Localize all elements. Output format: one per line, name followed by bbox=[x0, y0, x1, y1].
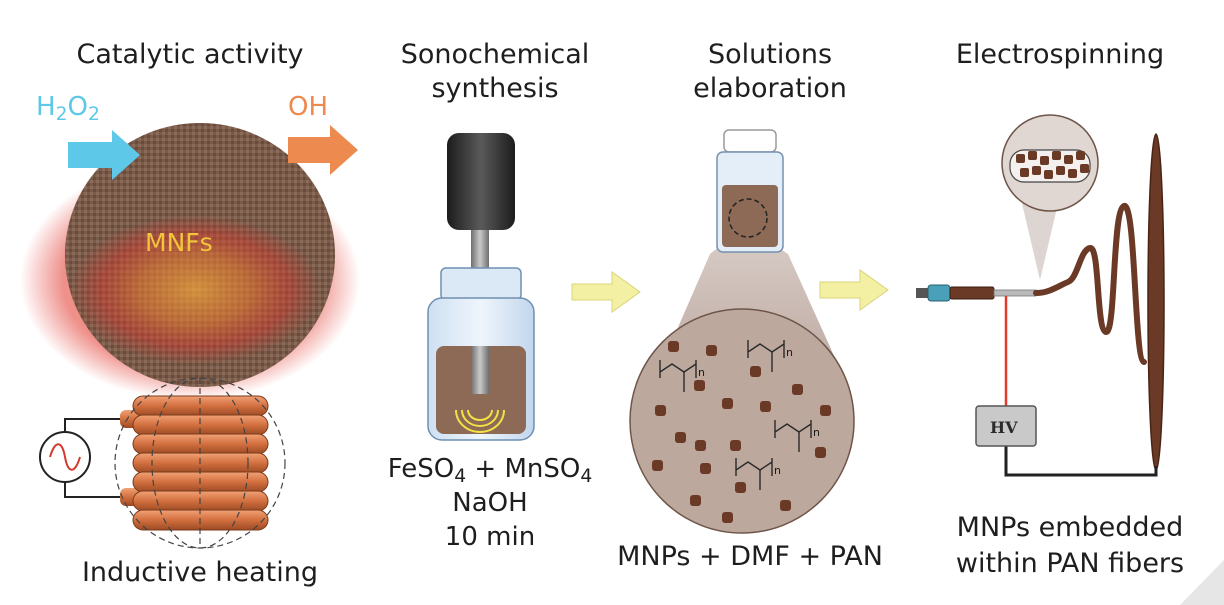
h2o2-label: H2O2 bbox=[36, 92, 100, 126]
catalytic-panel bbox=[20, 123, 360, 549]
collector-plate bbox=[1147, 133, 1165, 471]
reagents-line-2: NaOH bbox=[452, 488, 528, 518]
reagents-line-3: 10 min bbox=[444, 522, 536, 552]
vial-solution bbox=[722, 185, 778, 247]
pan-structures bbox=[659, 340, 812, 490]
oh-arrow-icon bbox=[288, 125, 358, 175]
electrospinning-setup bbox=[916, 114, 1165, 477]
title-sol-line2: elaboration bbox=[693, 73, 847, 104]
zoom-circle bbox=[728, 198, 768, 238]
pan-n-label-1: n bbox=[698, 366, 705, 379]
corner-decoration bbox=[1180, 560, 1224, 605]
sonotrode-head bbox=[447, 133, 515, 230]
title-electrospinning: Electrospinning bbox=[955, 39, 1165, 70]
embedded-particles bbox=[1016, 151, 1089, 179]
mnfs-label: MNFs bbox=[145, 228, 213, 257]
sonication-setup bbox=[427, 133, 535, 441]
ultrasound-waves-icon bbox=[455, 409, 505, 433]
title-sol-line1: Solutions bbox=[707, 39, 833, 70]
oh-label: OH bbox=[288, 92, 329, 122]
title-sono-line1: Sonochemical bbox=[400, 39, 590, 70]
solution-panel bbox=[629, 129, 855, 534]
embedded-label: MNPs embedded within PAN fibers bbox=[930, 510, 1210, 582]
zoom-solution-circle bbox=[629, 308, 855, 534]
fiber-jet bbox=[1033, 202, 1147, 365]
title-solutions-elaboration: Solutions elaboration bbox=[660, 38, 880, 106]
title-sonochemical-synthesis: Sonochemical synthesis bbox=[380, 38, 610, 106]
pan-n-label-4: n bbox=[774, 464, 781, 477]
ac-source-icon bbox=[39, 418, 120, 498]
induction-coil bbox=[114, 377, 286, 549]
hv-power-supply bbox=[975, 405, 1037, 447]
mnp-particles bbox=[652, 341, 831, 523]
mixture-label: MNPs + DMF + PAN bbox=[617, 541, 883, 572]
embedded-line-2: within PAN fibers bbox=[955, 548, 1185, 579]
title-sono-line2: synthesis bbox=[431, 73, 559, 104]
pan-n-label-2: n bbox=[786, 346, 793, 359]
h2o2-arrow-icon bbox=[68, 130, 140, 180]
process-arrow-2-icon bbox=[819, 269, 889, 311]
bottle-neck bbox=[440, 267, 522, 301]
vial-cap bbox=[723, 129, 777, 153]
title-catalytic-activity: Catalytic activity bbox=[76, 39, 304, 70]
syringe-icon bbox=[916, 284, 1037, 302]
fiber-zoom-cone bbox=[1020, 195, 1060, 280]
reagents-label: FeSO4 + MnSO4 NaOH 10 min bbox=[360, 452, 620, 554]
embedded-line-1: MNPs embedded bbox=[956, 512, 1184, 543]
process-arrow-1-icon bbox=[571, 271, 641, 313]
pan-n-label-3: n bbox=[813, 426, 820, 439]
inductive-heating-label: Inductive heating bbox=[81, 557, 319, 588]
mnf-hot-zone bbox=[70, 215, 320, 365]
reagents-line-1: FeSO4 + MnSO4 bbox=[387, 454, 593, 488]
hv-label: HV bbox=[990, 418, 1018, 437]
ground-wire bbox=[1004, 446, 1158, 477]
